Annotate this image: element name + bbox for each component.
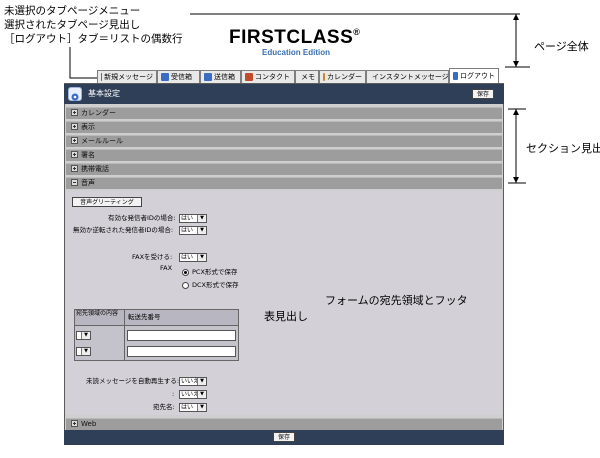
table-col-number: 転送先番号: [128, 313, 161, 321]
collapse-icon[interactable]: [71, 179, 78, 186]
settings-icon: [68, 87, 82, 101]
expand-icon[interactable]: [71, 109, 78, 116]
section-voice[interactable]: 音声: [66, 177, 502, 189]
tab-6[interactable]: インスタントメッセージ: [366, 70, 449, 83]
logo-subtitle: Education Edition: [262, 48, 330, 57]
invalid-caller-select[interactable]: はい▼: [179, 226, 207, 235]
section-signature[interactable]: 署名: [66, 149, 502, 161]
tab-label: メモ: [301, 72, 315, 81]
tab-label: インスタントメッセージ: [372, 72, 449, 81]
chevron-down-icon: ▼: [197, 391, 206, 398]
tab-label: コンタクト: [255, 72, 290, 81]
section-label: 署名: [81, 151, 95, 159]
tab-label: 送信箱: [214, 72, 235, 81]
annotation-unselected-tab: 未選択のタブページメニュー: [4, 5, 141, 17]
tab-1[interactable]: 受信箱: [157, 70, 200, 83]
section-mobile[interactable]: 携帯電話: [66, 163, 502, 175]
dcx-label: DCX形式で保存: [192, 281, 239, 289]
tab-label: カレンダー: [327, 72, 362, 81]
table-row-select[interactable]: ▼: [76, 331, 91, 340]
autoplay-label: 未読メッセージを自動再生する:: [86, 377, 180, 385]
dcx-radio[interactable]: [182, 282, 189, 289]
voice-section-body: [66, 191, 502, 415]
section-display[interactable]: 表示: [66, 121, 502, 133]
fax-label: FAX: [160, 264, 173, 272]
pcx-radio[interactable]: [182, 269, 189, 276]
table-col-destination: 宛先領域の内容: [76, 310, 119, 317]
tab-label: ログアウト: [460, 71, 495, 80]
expand-icon[interactable]: [71, 165, 78, 172]
tab-3[interactable]: コンタクト: [241, 70, 295, 83]
section-label: Web: [81, 420, 97, 428]
tab-icon: [101, 73, 103, 81]
invalid-caller-label: 無効か逆転された発信者IDの場合:: [73, 226, 174, 234]
forward-number-input[interactable]: [127, 346, 236, 357]
annotation-logout-tab: ［ログアウト］タブ＝リストの偶数行: [4, 33, 183, 45]
chevron-down-icon: ▼: [81, 332, 90, 339]
recipient-label: 宛先名:: [153, 403, 175, 411]
forward-number-input[interactable]: [127, 330, 236, 341]
expand-icon[interactable]: [71, 137, 78, 144]
page-title: 基本設定: [88, 89, 120, 98]
chevron-down-icon: ▼: [197, 254, 206, 261]
tab-4[interactable]: メモ: [295, 70, 319, 83]
app-header: [64, 84, 504, 104]
chevron-down-icon: ▼: [197, 227, 206, 234]
save-button-bottom[interactable]: 保存: [273, 432, 295, 442]
fax-receive-label: FAXを受ける:: [132, 253, 173, 261]
annotation-section-heading: セクション見出し: [526, 142, 600, 155]
annotation-table-heading: 表見出し: [264, 310, 308, 323]
section-label: 音声: [81, 179, 95, 187]
annotation-form-footer: フォームの宛先領域とフッタ: [325, 294, 468, 307]
chevron-down-icon: ▼: [197, 404, 206, 411]
save-button-top[interactable]: 保存: [472, 89, 494, 99]
pcx-label: PCX形式で保存: [192, 268, 238, 276]
table-divider: [124, 309, 125, 361]
tab-label: 受信箱: [171, 72, 192, 81]
tab-0[interactable]: 新規メッセージ: [97, 70, 157, 83]
tab-icon: [323, 73, 325, 81]
annotation-selected-tab: 選択されたタブページ見出し: [4, 19, 141, 31]
section-calendar[interactable]: カレンダー: [66, 107, 502, 119]
tab-7[interactable]: ログアウト: [449, 68, 499, 83]
valid-caller-select[interactable]: はい▼: [179, 214, 207, 223]
expand-icon[interactable]: [71, 420, 78, 427]
autoplay-select[interactable]: いいえ▼: [179, 377, 207, 386]
tab-label: 新規メッセージ: [104, 72, 153, 81]
section-label: メールルール: [81, 137, 123, 145]
recipient-select[interactable]: はい▼: [179, 403, 207, 412]
fax-receive-select[interactable]: はい▼: [179, 253, 207, 262]
section-mail-rules[interactable]: メールルール: [66, 135, 502, 147]
section-label: 表示: [81, 123, 95, 131]
valid-caller-label: 有効な発信者IDの場合:: [108, 214, 176, 222]
tab-icon: [161, 73, 169, 81]
section-web[interactable]: Web: [66, 418, 502, 430]
table-header: [74, 309, 239, 326]
annotation-page-whole: ページ全体: [534, 40, 589, 53]
voice-greeting-button[interactable]: 音声グリーティング: [72, 197, 142, 207]
secondary-select[interactable]: いいえ▼: [179, 390, 207, 399]
table-row-select[interactable]: ▼: [76, 347, 91, 356]
chevron-down-icon: ▼: [197, 378, 206, 385]
section-label: カレンダー: [81, 109, 116, 117]
expand-icon[interactable]: [71, 151, 78, 158]
chevron-down-icon: ▼: [81, 348, 90, 355]
colon-label: :: [172, 390, 175, 398]
tab-icon: [245, 73, 253, 81]
tab-icon: [453, 72, 458, 80]
firstclass-logo: FIRSTCLASS®: [229, 27, 361, 48]
chevron-down-icon: ▼: [197, 215, 206, 222]
tab-icon: [204, 73, 212, 81]
tab-5[interactable]: カレンダー: [319, 70, 366, 83]
tab-2[interactable]: 送信箱: [200, 70, 241, 83]
section-label: 携帯電話: [81, 165, 109, 173]
expand-icon[interactable]: [71, 123, 78, 130]
